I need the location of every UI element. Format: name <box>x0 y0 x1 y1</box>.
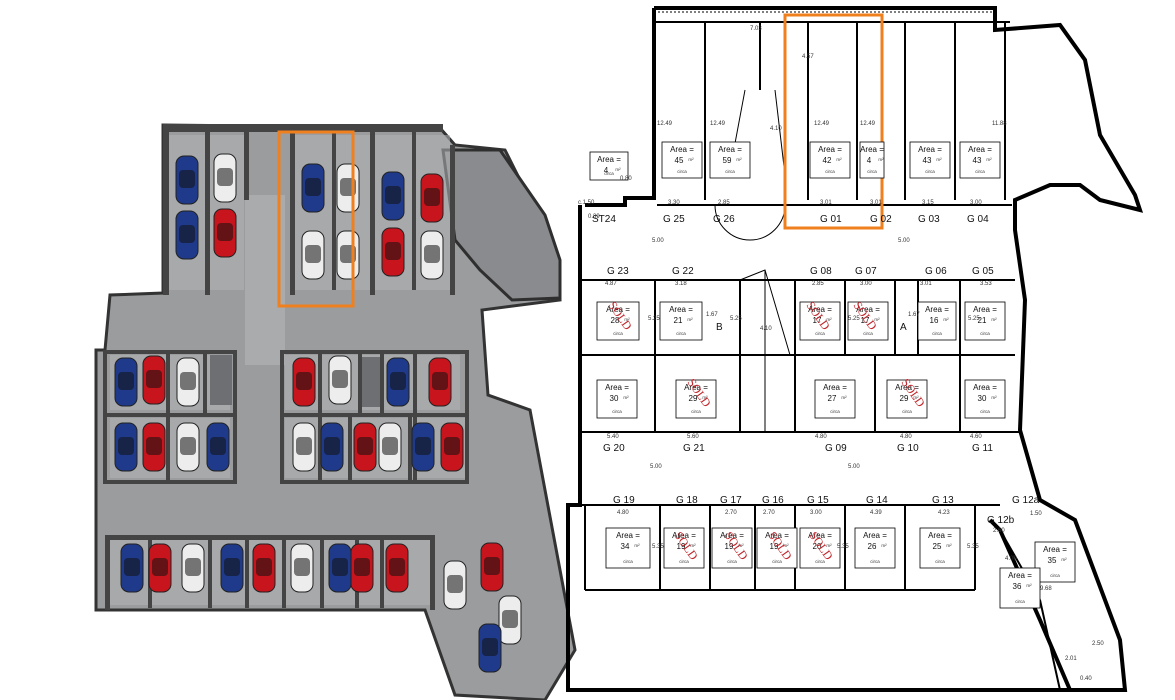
utility-room-left <box>210 355 232 405</box>
car-red <box>480 542 504 592</box>
middle-block-walls <box>103 350 469 484</box>
car-blue <box>411 422 435 472</box>
car-red <box>292 357 316 407</box>
top-garage-dividers <box>163 130 455 295</box>
car-white <box>328 355 352 405</box>
car-red <box>142 422 166 472</box>
car-blue <box>320 422 344 472</box>
car-red <box>142 355 166 405</box>
top-wall <box>163 124 443 132</box>
car-white <box>420 230 444 280</box>
car-blue <box>175 210 199 260</box>
car-red <box>353 422 377 472</box>
car-white <box>213 153 237 203</box>
car-white <box>176 357 200 407</box>
car-white <box>292 422 316 472</box>
car-blue <box>114 357 138 407</box>
car-white <box>378 422 402 472</box>
car-blue <box>120 543 144 593</box>
car-white <box>301 230 325 280</box>
car-red <box>428 357 452 407</box>
car-blue <box>478 623 502 673</box>
car-red <box>385 543 409 593</box>
cars <box>114 153 522 673</box>
car-white <box>176 422 200 472</box>
car-blue <box>220 543 244 593</box>
car-red <box>440 422 464 472</box>
car-white <box>181 543 205 593</box>
car-white <box>290 543 314 593</box>
utility-room-right <box>362 357 380 407</box>
car-blue <box>381 171 405 221</box>
car-red <box>350 543 374 593</box>
car-red <box>148 543 172 593</box>
car-white <box>498 595 522 645</box>
car-white <box>443 560 467 610</box>
car-red <box>213 208 237 258</box>
car-blue <box>175 155 199 205</box>
car-blue <box>328 543 352 593</box>
car-blue <box>206 422 230 472</box>
car-white <box>336 163 360 213</box>
car-white <box>336 230 360 280</box>
car-blue <box>301 163 325 213</box>
car-red <box>420 173 444 223</box>
car-red <box>252 543 276 593</box>
ramp-area <box>441 148 562 302</box>
car-blue <box>114 422 138 472</box>
car-blue <box>386 357 410 407</box>
highlighted-unit-frame <box>277 130 355 308</box>
car-red <box>381 227 405 277</box>
